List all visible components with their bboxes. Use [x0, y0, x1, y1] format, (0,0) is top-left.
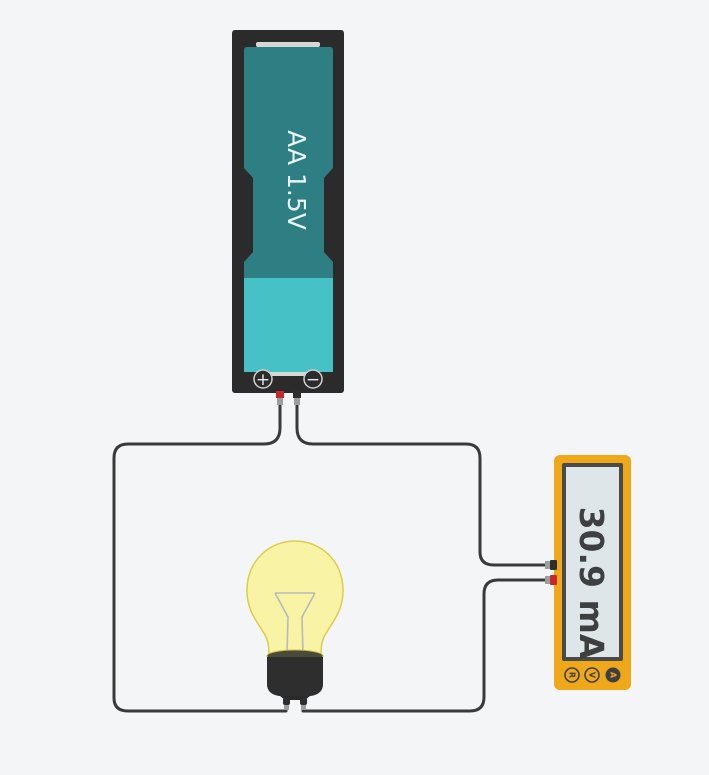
multimeter-lcd	[566, 467, 619, 657]
battery-lead-pins	[276, 391, 301, 405]
mode-button-r[interactable]: R	[564, 667, 580, 683]
battery-positive-terminal[interactable]: +	[253, 369, 273, 390]
battery-body-light	[244, 278, 333, 372]
battery-label: AA 1.5V	[282, 130, 311, 230]
wire-battery-negative-to-meter[interactable]	[295, 402, 547, 567]
battery-body-dark	[244, 47, 333, 278]
bulb-glass	[246, 540, 344, 658]
multimeter[interactable]: 30.9 mA R V A	[545, 455, 631, 690]
battery-negative-terminal[interactable]: −	[303, 369, 323, 390]
mode-r-label: R	[568, 672, 577, 678]
mode-a-label: A	[609, 672, 618, 679]
bulb-base	[266, 649, 324, 700]
bulb-lead-pins	[283, 698, 307, 710]
bulb-filament	[274, 592, 316, 655]
wire-battery-positive-to-bulb[interactable]	[112, 402, 288, 713]
wire-bulb-to-meter[interactable]	[301, 578, 547, 713]
mode-v-label: V	[588, 672, 597, 679]
multimeter-reading: 30.9 mA	[572, 507, 611, 660]
battery-holder[interactable]: AA 1.5V + −	[232, 30, 344, 405]
multimeter-jacks	[545, 560, 557, 585]
battery-top-contact	[256, 42, 320, 47]
mode-button-v[interactable]: V	[584, 667, 600, 683]
wires	[112, 402, 547, 713]
battery-bottom-contact	[262, 372, 314, 376]
plus-symbol: +	[256, 370, 270, 390]
minus-symbol: −	[306, 370, 320, 390]
light-bulb[interactable]	[246, 540, 344, 710]
mode-button-a[interactable]: A	[605, 667, 621, 683]
